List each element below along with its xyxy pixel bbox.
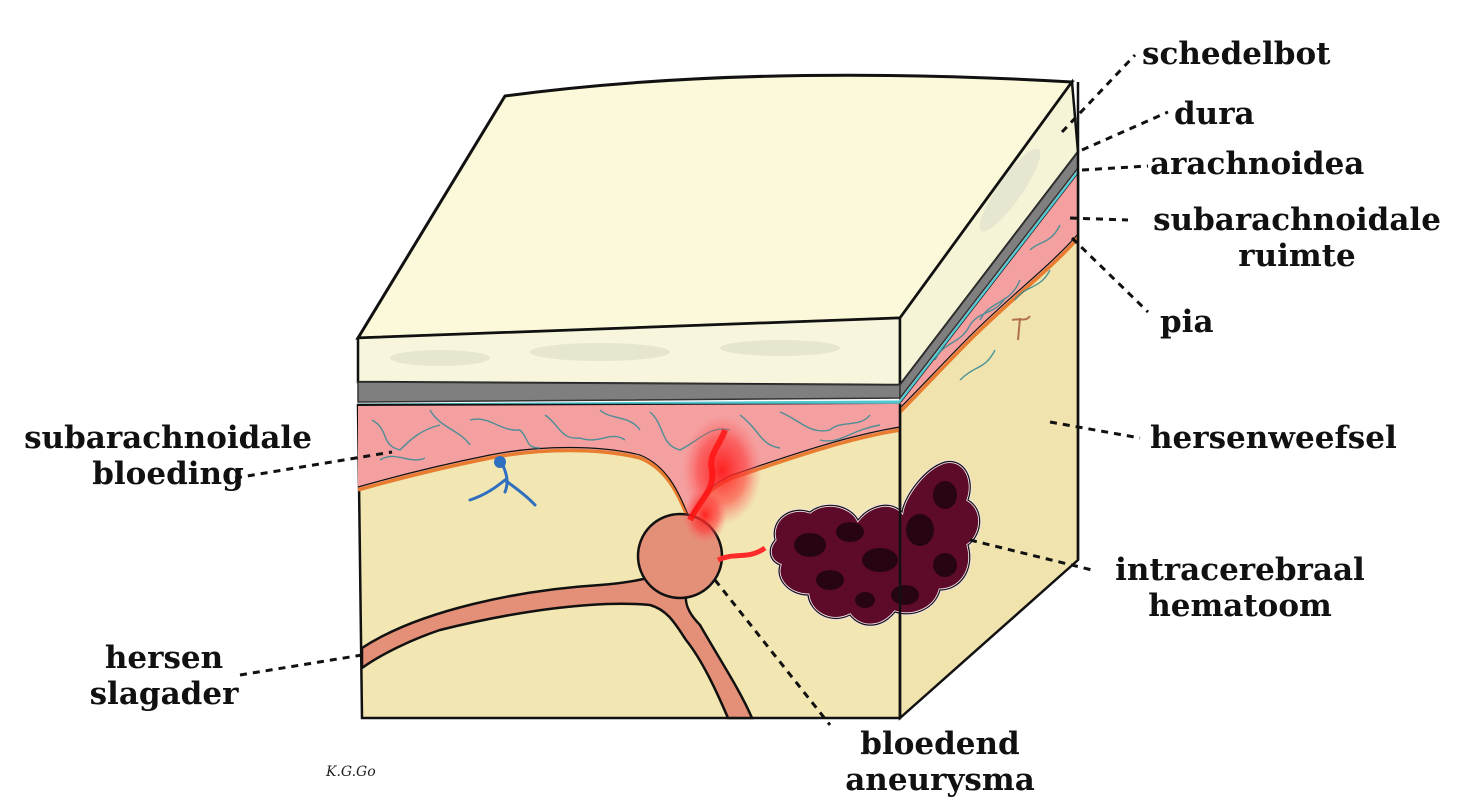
leader-arachnoidea — [1082, 166, 1148, 170]
artist-signature: K.G.Go — [326, 764, 376, 780]
label-subarachnoidale-bloeding: subarachnoidale bloeding — [6, 420, 330, 492]
label-intracerebraal-hematoom-line1: intracerebraal — [1100, 552, 1380, 588]
label-hersenweefsel: hersenweefsel — [1150, 420, 1397, 456]
label-intracerebraal-hematoom-line2: hematoom — [1100, 588, 1380, 624]
label-bloedend-aneurysma-line1: bloedend — [820, 726, 1060, 762]
label-bloedend-aneurysma-line2: aneurysma — [820, 762, 1060, 798]
label-intracerebraal-hematoom: intracerebraal hematoom — [1100, 552, 1380, 624]
label-subarachnoidale-ruimte: subarachnoidale ruimte — [1132, 202, 1462, 274]
label-dura: dura — [1174, 96, 1255, 132]
label-pia: pia — [1160, 304, 1214, 340]
label-bloedend-aneurysma: bloedend aneurysma — [820, 726, 1060, 798]
label-schedelbot: schedelbot — [1142, 36, 1330, 72]
label-hersen-slagader: hersen slagader — [76, 640, 252, 712]
leader-dura — [1082, 112, 1168, 150]
label-hersen-slagader-line2: slagader — [76, 676, 252, 712]
label-subarachnoidale-bloeding-line1: subarachnoidale — [6, 420, 330, 456]
label-arachnoidea: arachnoidea — [1150, 146, 1364, 182]
leader-slagader — [240, 655, 362, 675]
label-subarachnoidale-ruimte-line1: subarachnoidale — [1132, 202, 1462, 238]
label-hersen-slagader-line1: hersen — [76, 640, 252, 676]
label-subarachnoidale-bloeding-line2: bloeding — [6, 456, 330, 492]
dura-front — [358, 382, 900, 402]
label-subarachnoidale-ruimte-line2: ruimte — [1132, 238, 1462, 274]
